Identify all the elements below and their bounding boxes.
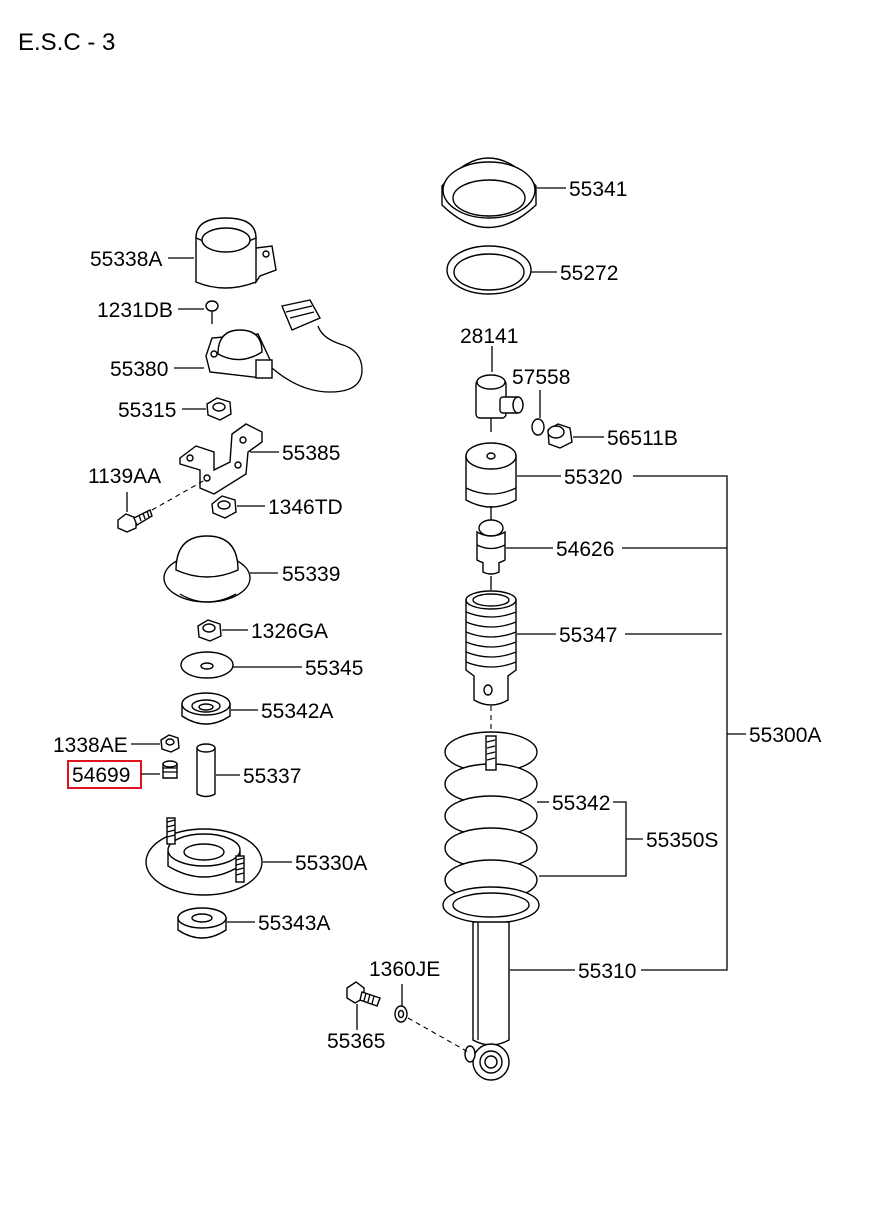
label-55339[interactable]: 55339 [282,563,340,586]
part-55338A-sensor-cover[interactable] [195,217,277,289]
part-55341-mount-rubber[interactable] [441,157,537,229]
label-56511B[interactable]: 56511B [607,427,678,450]
part-55343A-insulator[interactable] [177,907,227,939]
part-55385-bracket[interactable] [179,423,263,495]
label-55337[interactable]: 55337 [243,765,301,788]
part-55380-esc-sensor[interactable] [205,299,363,393]
label-55272[interactable]: 55272 [560,262,618,285]
label-55365[interactable]: 55365 [327,1030,385,1053]
label-55350S[interactable]: 55350S [646,829,718,852]
label-28141[interactable]: 28141 [460,325,518,348]
part-57558-o-ring[interactable] [531,418,545,436]
part-55310-shock-absorber[interactable] [464,921,510,1081]
part-56511B-cap-nut[interactable] [547,423,573,449]
part-55337-sleeve[interactable] [196,743,216,798]
label-55385[interactable]: 55385 [282,442,340,465]
label-55380[interactable]: 55380 [110,358,168,381]
part-28141-elbow-fitting[interactable] [475,374,524,432]
label-55330A[interactable]: 55330A [295,852,367,875]
label-55310[interactable]: 55310 [578,960,636,983]
label-1338AE[interactable]: 1338AE [53,734,128,757]
part-1360JE-washer[interactable] [394,1005,408,1023]
label-55300A[interactable]: 55300A [749,724,821,747]
part-55315-nut[interactable] [206,397,232,421]
label-55343A[interactable]: 55343A [258,912,330,935]
part-55365-bolt[interactable] [346,981,381,1007]
part-54626-bump-stopper[interactable] [476,519,506,575]
part-55347-dust-boot[interactable] [465,590,517,706]
part-55330A-upper-mount[interactable] [145,817,263,896]
part-1346TD-nut[interactable] [211,495,237,519]
part-1338AE-nut[interactable] [160,734,180,753]
part-54699-bushing[interactable] [162,760,178,779]
page-title: E.S.C - 3 [18,29,115,56]
part-55320-upper-cap[interactable] [465,442,517,508]
part-55345-washer[interactable] [180,651,234,679]
label-1360JE[interactable]: 1360JE [369,958,440,981]
part-1139AA-bolt[interactable] [117,509,153,533]
label-55347[interactable]: 55347 [559,624,617,647]
label-1139AA[interactable]: 1139AA [88,465,161,488]
label-1231DB[interactable]: 1231DB [97,299,173,322]
label-55342[interactable]: 55342 [552,792,610,815]
label-55342A[interactable]: 55342A [261,700,333,723]
label-54626[interactable]: 54626 [556,538,614,561]
label-55338A[interactable]: 55338A [90,248,162,271]
label-55345[interactable]: 55345 [305,657,363,680]
part-55342-coil-spring[interactable] [442,731,540,924]
label-54699[interactable]: 54699 [72,764,130,787]
label-1346TD[interactable]: 1346TD [268,496,343,519]
part-1231DB-screw[interactable] [205,300,219,324]
label-55341[interactable]: 55341 [569,178,627,201]
part-1326GA-nut[interactable] [197,619,222,642]
part-55342A-insulator[interactable] [181,692,231,725]
part-55339-dome-cap[interactable] [163,535,251,603]
label-1326GA[interactable]: 1326GA [251,620,328,643]
label-55320[interactable]: 55320 [564,466,622,489]
part-55272-ring[interactable] [446,245,532,295]
label-55315[interactable]: 55315 [118,399,176,422]
label-57558[interactable]: 57558 [512,366,570,389]
